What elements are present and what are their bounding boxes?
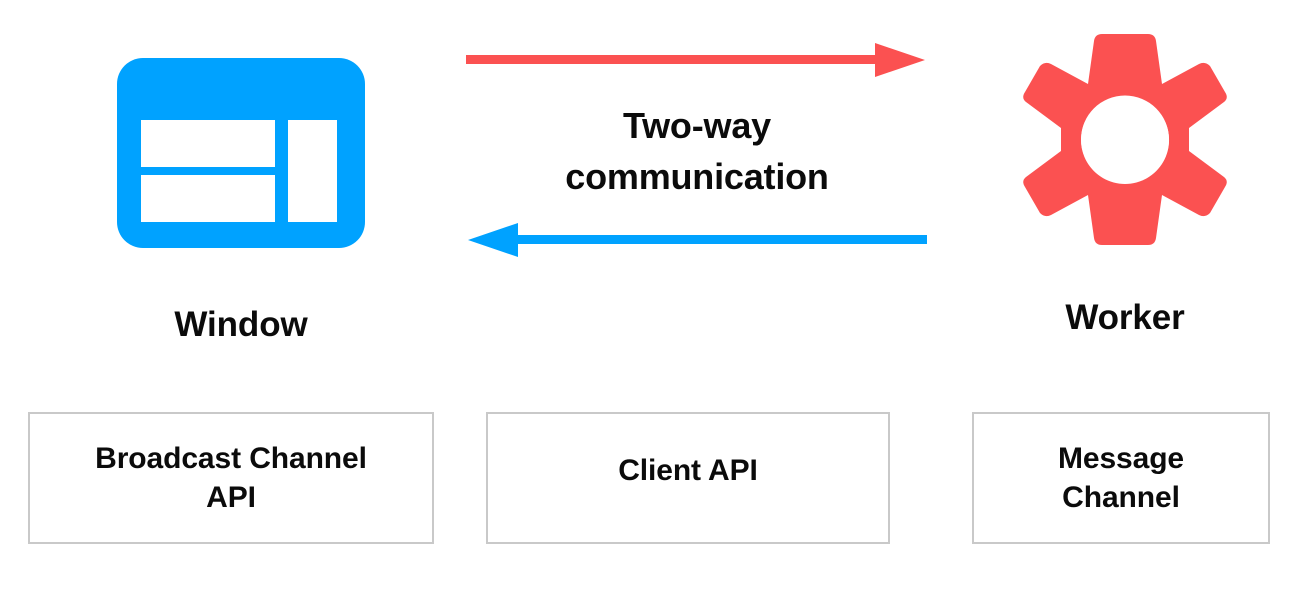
broadcast-channel-api-line-1: Broadcast Channel [95,442,367,475]
broadcast-channel-api-label: Broadcast Channel API [85,439,377,517]
message-channel-box: Message Channel [972,412,1270,544]
two-way-communication-caption: Two-way communication [497,100,897,202]
window-to-worker-arrow [466,43,925,77]
client-api-box: Client API [486,412,890,544]
message-channel-line-1: Message [1057,442,1185,475]
window-icon-pane-top-left [141,120,275,167]
caption-line-1: Two-way [623,105,771,146]
client-api-label: Client API [608,451,768,490]
message-channel-label: Message Channel [1048,439,1194,517]
worker-node-label: Worker [1065,298,1185,337]
window-icon-pane-bottom-left [141,175,275,222]
broadcast-channel-api-line-2: API [206,481,256,514]
client-api-line-1: Client API [618,453,758,487]
message-channel-line-2: Channel [1062,481,1180,514]
worker-to-window-arrow [466,223,927,257]
browser-window-icon [117,58,365,248]
gear-icon [1022,32,1228,247]
window-node-label: Window [174,305,308,344]
caption-line-2: communication [565,156,829,198]
window-icon-pane-right [288,120,337,222]
broadcast-channel-api-box: Broadcast Channel API [28,412,434,544]
